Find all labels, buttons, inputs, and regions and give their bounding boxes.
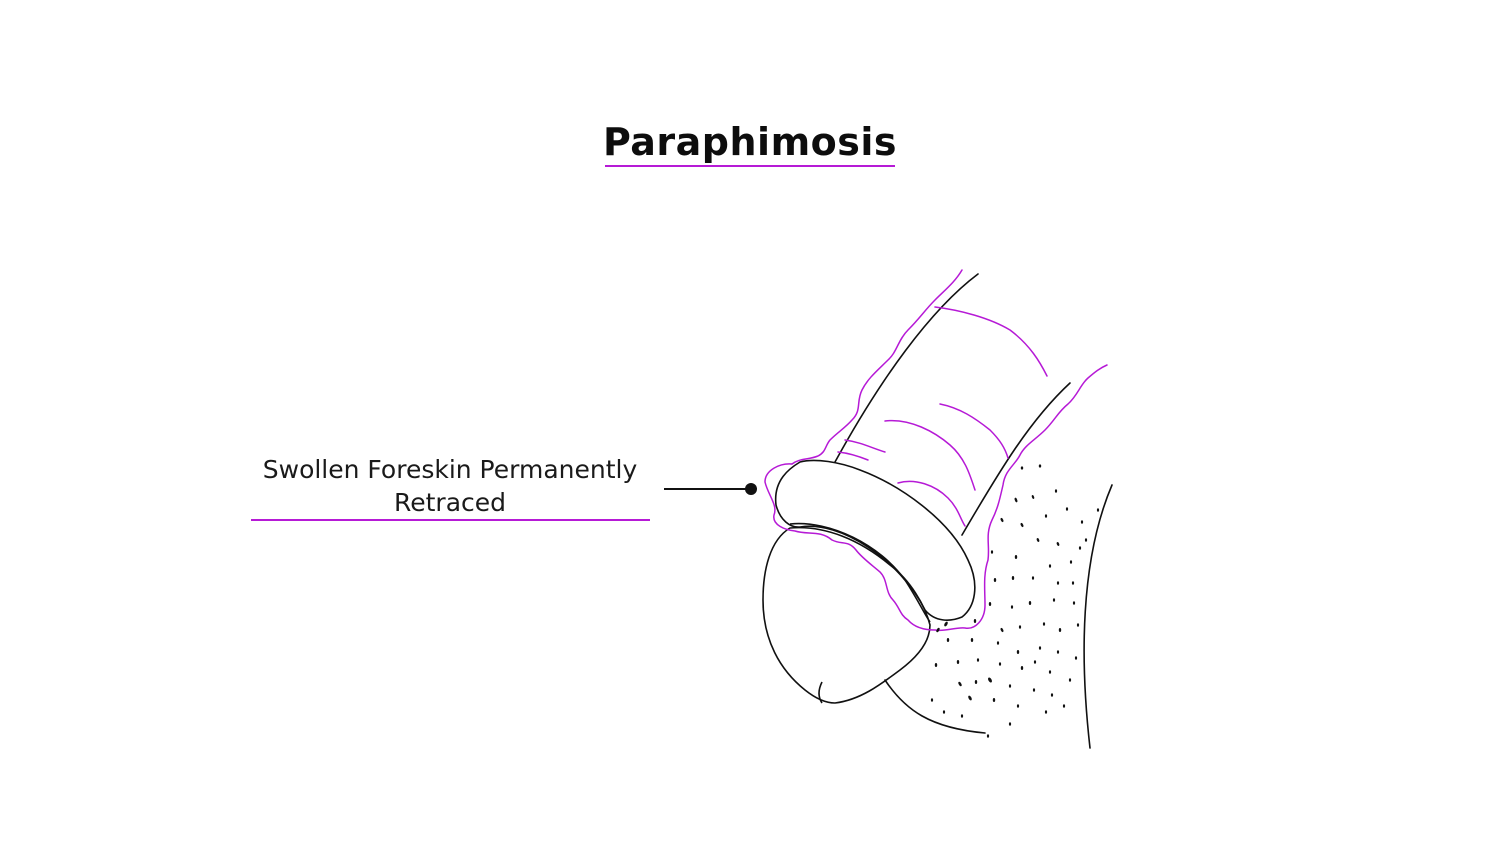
callout-leader [664,483,757,495]
glans-outline [762,526,931,704]
title-underline [605,165,895,167]
diagram-title: Paraphimosis [602,120,898,164]
foreskin-ring-outline [774,459,976,623]
callout-label-line-2: Retraced [393,488,507,517]
callout-underline [251,519,650,521]
swelling-contours [764,269,1108,632]
callout-label-line-1: Swollen Foreskin Permanently [262,455,638,484]
callout-label: Swollen Foreskin Permanently Retraced [250,453,650,519]
scrotum-stipple [930,464,1100,738]
shaft-outline [834,273,1071,536]
scrotum-outline [884,484,1113,749]
